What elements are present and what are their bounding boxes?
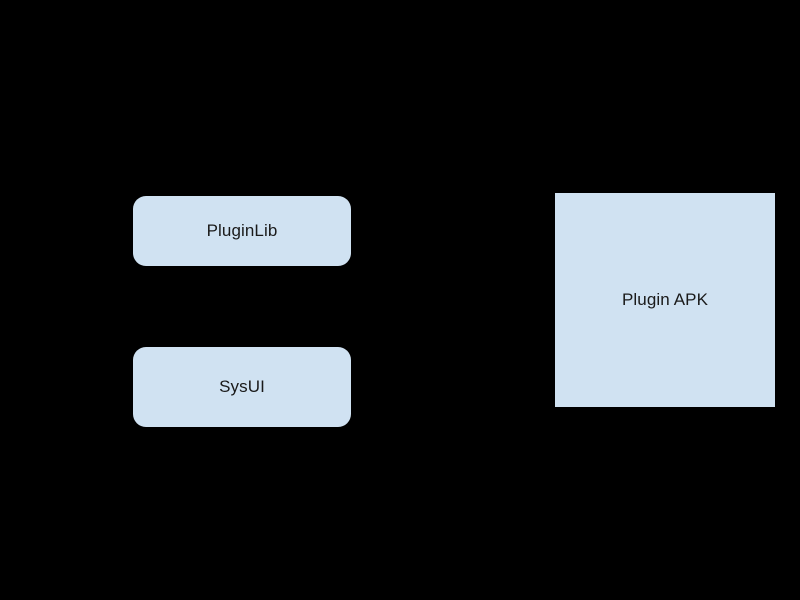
diagram-node-plugin-apk-label: Plugin APK bbox=[621, 289, 709, 309]
diagram-node-sysui[interactable]: SysUI bbox=[133, 347, 351, 427]
diagram-node-pluginlib[interactable]: PluginLib bbox=[133, 196, 351, 266]
diagram-node-plugin-apk[interactable]: Plugin APK bbox=[555, 193, 775, 407]
diagram-node-pluginlib-label: PluginLib bbox=[206, 220, 278, 240]
diagram-node-sysui-label: SysUI bbox=[219, 376, 265, 396]
